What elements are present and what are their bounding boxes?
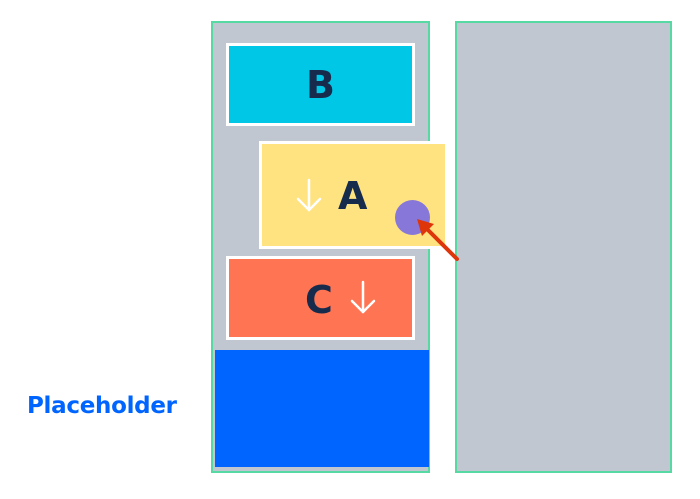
card-c[interactable] <box>226 256 415 340</box>
down-arrow-icon <box>296 178 322 212</box>
card-c-label: C <box>305 278 333 322</box>
placeholder-block <box>215 350 429 467</box>
card-b-label: B <box>306 63 335 107</box>
pointer-arrow-icon <box>417 219 459 261</box>
right-column <box>455 21 672 473</box>
card-b[interactable] <box>226 43 415 126</box>
card-a-label: A <box>338 174 368 218</box>
down-arrow-icon <box>350 280 376 314</box>
placeholder-label: Placeholder <box>27 393 177 419</box>
